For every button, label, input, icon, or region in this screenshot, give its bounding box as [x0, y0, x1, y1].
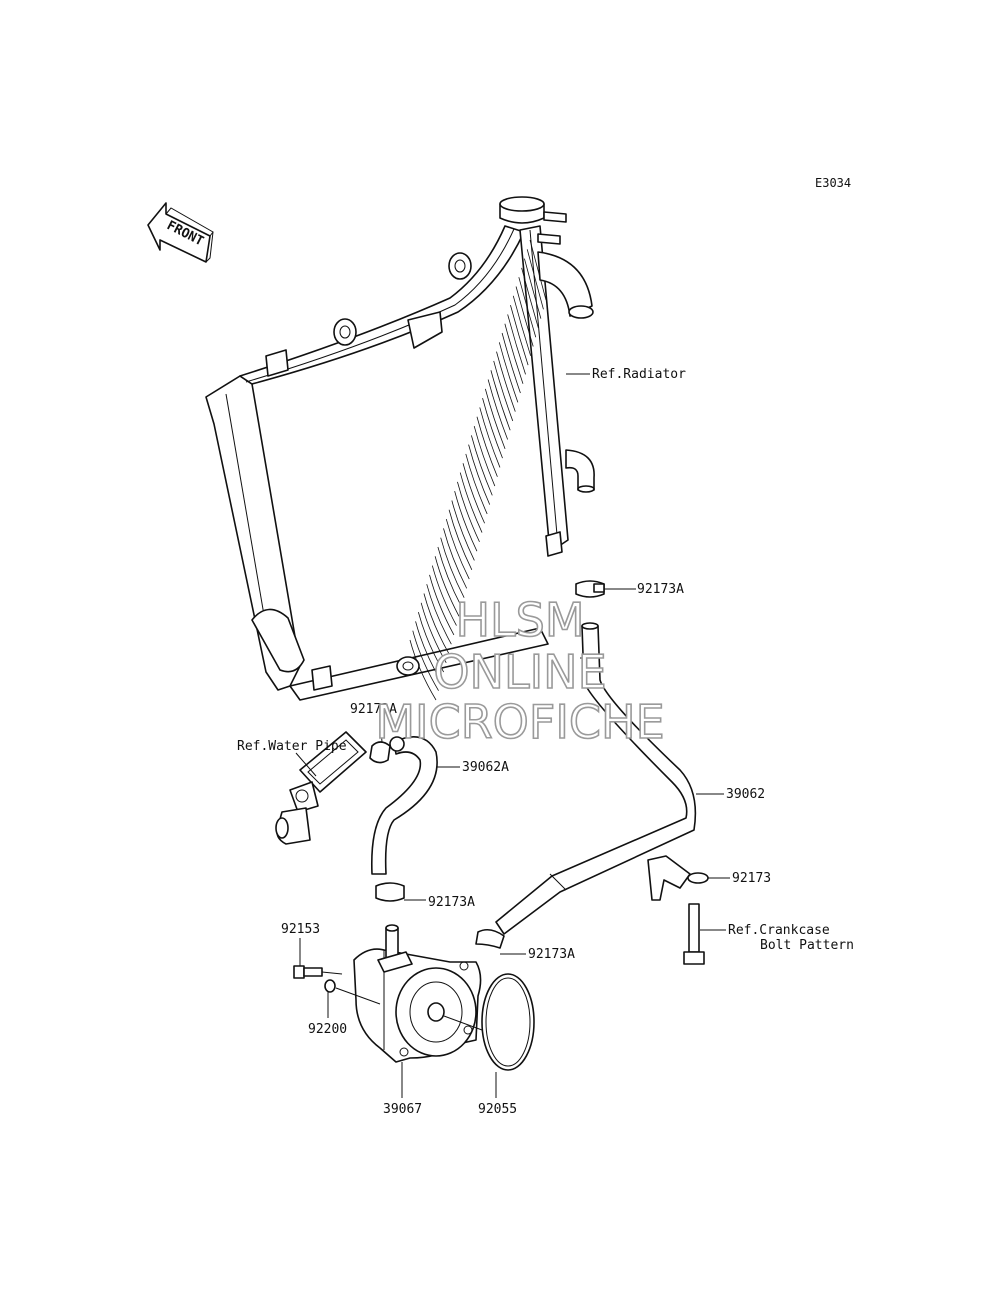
fin-line [521, 267, 539, 329]
fin-line [515, 286, 534, 347]
fin-line [454, 491, 478, 552]
clamp-92173a-hose-top: 92173A [350, 702, 397, 764]
fin-line [498, 342, 519, 403]
callout-39067: 39067 [383, 1102, 422, 1117]
clamp-92173a-lower-right: 92173A [475, 928, 575, 962]
water-pipe-fitting: Ref.Water Pipe [237, 731, 367, 845]
fin-line [429, 574, 455, 636]
fin-line [443, 528, 468, 589]
fin-line [510, 305, 529, 366]
fin-line [529, 239, 547, 301]
fin-line [440, 537, 465, 598]
radiator: Ref.Radiator [205, 196, 686, 701]
oil-cooler-39067: 39067 [353, 924, 482, 1117]
callout-bolt-pattern: Bolt Pattern [760, 938, 854, 953]
fin-line [518, 277, 537, 338]
fin-line [512, 295, 532, 356]
hose-39062: 39062 [495, 622, 765, 935]
callout-ref-water-pipe: Ref.Water Pipe [237, 739, 347, 754]
fin-line [493, 360, 514, 422]
bracket-92173: 92173 [647, 855, 771, 901]
fin-line [479, 407, 501, 468]
fin-line [490, 370, 511, 431]
fin-line [526, 249, 544, 310]
o-ring-92055: 92055 [443, 973, 535, 1117]
fin-line [462, 463, 485, 524]
fin-line [417, 611, 445, 673]
fin-line [431, 565, 457, 626]
callout-92200: 92200 [308, 1022, 347, 1037]
fin-line [451, 500, 475, 561]
front-arrow-icon: FRONT [147, 202, 214, 263]
fin-line [459, 472, 483, 533]
callout-92173a-hose-top: 92173A [350, 702, 397, 717]
fin-line [476, 416, 498, 477]
fin-line [457, 481, 480, 543]
callout-92173a-lower-right: 92173A [528, 947, 575, 962]
radiator-core-fins [409, 239, 547, 701]
fin-line [524, 258, 542, 319]
fin-line [507, 314, 526, 375]
fin-line [448, 509, 473, 570]
clamp-92173a-upper: 92173A [575, 580, 684, 598]
fin-line [423, 593, 450, 654]
bolt-92153: 92153 [281, 922, 343, 979]
fin-line [415, 621, 442, 682]
callout-92055: 92055 [478, 1102, 517, 1117]
fin-line [426, 584, 452, 645]
fin-line [434, 556, 460, 617]
diagram-code: E3034 [815, 176, 851, 190]
clamp-92173a-lower-left: 92173A [375, 882, 475, 910]
callout-39062a: 39062A [462, 760, 509, 775]
fin-line [484, 388, 506, 449]
fin-line [504, 323, 524, 384]
watermark-line-1: HLSM [455, 593, 584, 647]
hose-39062a: 39062A [370, 736, 509, 875]
watermark: HLSM ONLINE MICROFICHE [375, 592, 666, 750]
fin-line [409, 639, 437, 701]
callout-39062: 39062 [726, 787, 765, 802]
fin-line [487, 379, 509, 440]
fin-line [465, 453, 488, 515]
fin-line [437, 546, 462, 608]
callout-92173: 92173 [732, 871, 771, 886]
callout-92173a-upper: 92173A [637, 582, 684, 597]
callout-92173a-lower-left: 92173A [428, 895, 475, 910]
callout-92153: 92153 [281, 922, 320, 937]
fin-line [420, 602, 447, 663]
watermark-line-3: MICROFICHE [375, 695, 664, 749]
fin-line [468, 444, 491, 505]
fin-line [473, 425, 496, 487]
fin-line [482, 398, 503, 459]
fin-line [496, 351, 516, 412]
fin-line [501, 332, 521, 394]
watermark-line-2: ONLINE [433, 645, 606, 699]
callout-ref-radiator: Ref.Radiator [592, 367, 686, 382]
crankcase-bolt: Ref.Crankcase Bolt Pattern [683, 903, 854, 965]
washer-92200: 92200 [308, 979, 381, 1037]
fin-line [445, 518, 470, 580]
callout-ref-crankcase: Ref.Crankcase [728, 923, 830, 938]
fin-line [412, 630, 439, 691]
fin-line [471, 435, 493, 496]
